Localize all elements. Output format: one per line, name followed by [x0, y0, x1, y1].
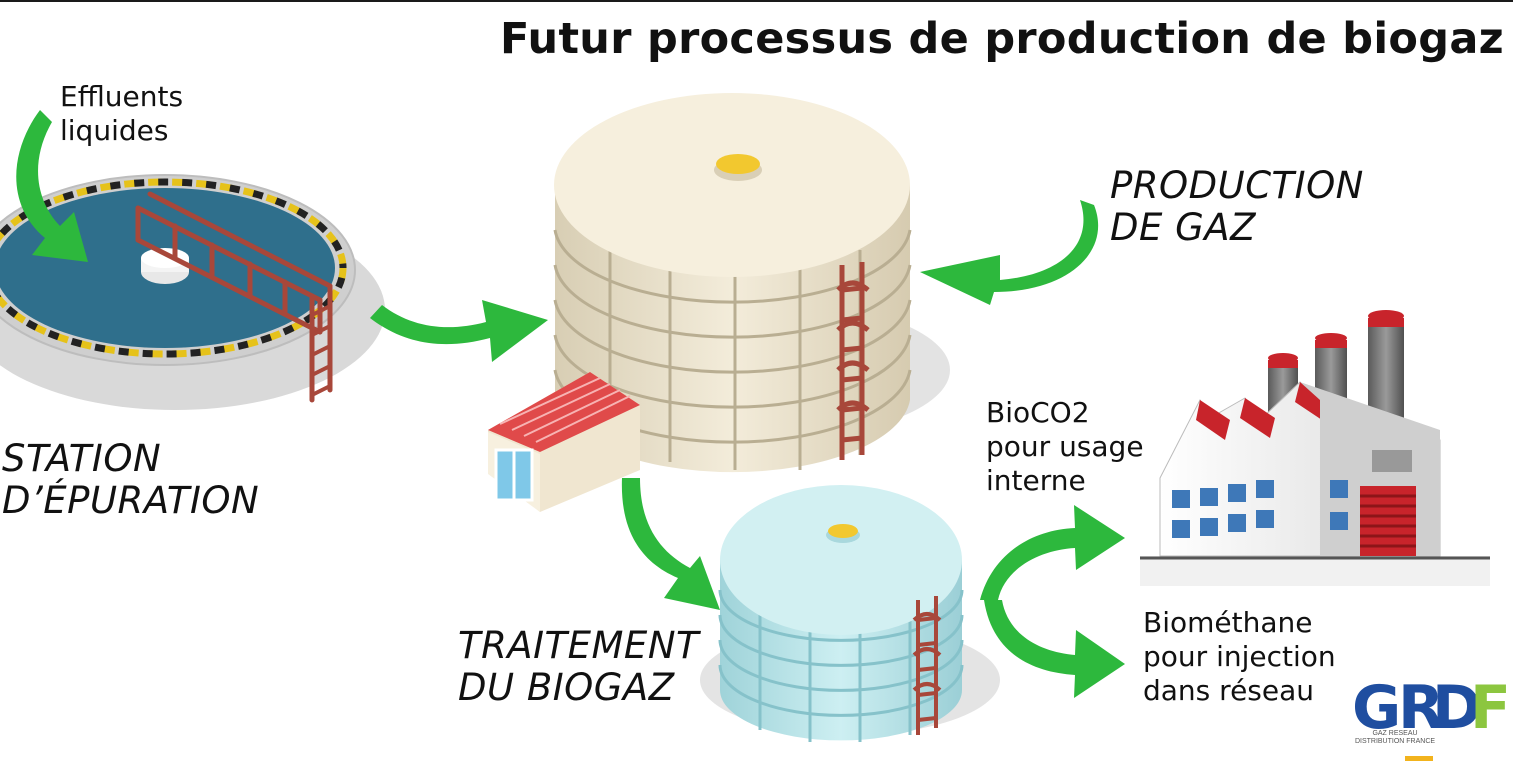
arrow-bioco2: [980, 505, 1125, 600]
arrow-effluents: [16, 110, 88, 262]
digester-tank: [488, 93, 950, 512]
label-effluents: Effluents liquides: [60, 80, 184, 147]
grdf-logo: G R D F: [1352, 673, 1511, 761]
arrow-to-treatment: [621, 478, 720, 610]
logo-letters-blue: G: [1352, 673, 1397, 743]
arrow-to-digester: [370, 300, 548, 362]
arrow-production: [920, 200, 1099, 305]
page-title: Futur processus de production de biogaz: [500, 14, 1504, 64]
svg-text:D: D: [1432, 673, 1482, 743]
logo-letter-green: F: [1470, 673, 1511, 743]
top-border-line: [0, 0, 1513, 2]
factory: [1140, 310, 1490, 586]
label-station: STATION D’ÉPURATION: [2, 437, 260, 522]
label-biomethane: Biométhane pour injection dans réseau: [1143, 606, 1336, 707]
label-bioco2: BioCO2 pour usage interne: [986, 396, 1144, 497]
treatment-basin: [0, 174, 385, 410]
label-traitement: TRAITEMENT DU BIOGAZ: [458, 624, 700, 709]
label-production: PRODUCTION DE GAZ: [1110, 164, 1364, 249]
treatment-tank: [700, 485, 1000, 742]
arrow-biomethane: [984, 600, 1125, 698]
svg-text:R: R: [1398, 673, 1444, 743]
logo-subtitle: GAZ RESEAU DISTRIBUTION FRANCE: [1354, 730, 1436, 745]
